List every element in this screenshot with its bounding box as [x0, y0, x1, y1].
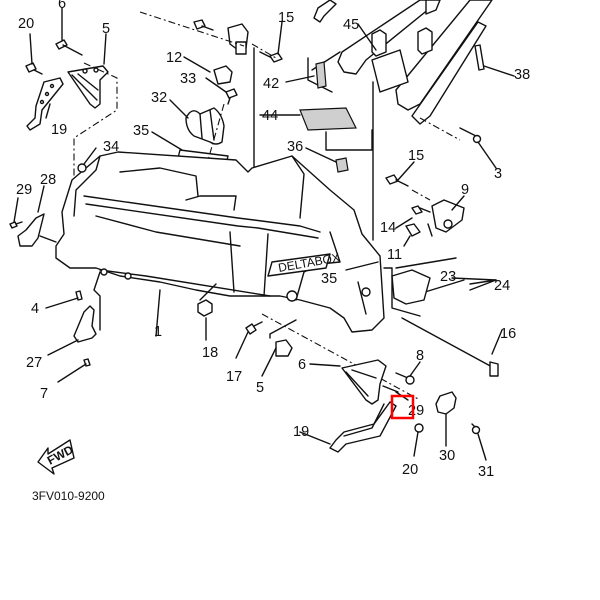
callout-24: 24 [494, 278, 510, 294]
callout-44: 44 [262, 108, 278, 124]
callout-8: 29 [408, 403, 424, 419]
callout-36: 36 [287, 139, 303, 155]
callout-19: 19 [51, 122, 67, 138]
callout-6: 6 [58, 0, 66, 12]
callout-18: 17 [226, 369, 242, 385]
callout-17: 5 [256, 380, 264, 396]
callout-23: 23 [440, 269, 456, 285]
callout-32: 32 [151, 90, 167, 106]
callout-16: 16 [500, 326, 516, 342]
callout-38: 38 [514, 67, 530, 83]
callout-1: 1 [154, 324, 162, 340]
callout-33: 33 [180, 71, 196, 87]
top-middle-parts [139, 11, 283, 281]
callout-15b: 15 [408, 148, 424, 164]
callout-34: 34 [103, 139, 119, 155]
callout-35: 35 [133, 123, 149, 139]
left-side-parts [9, 213, 101, 367]
callout-45: 45 [343, 17, 359, 33]
callout-15: 15 [278, 10, 294, 26]
callout-29b: 7 [40, 386, 48, 402]
callout-28: 28 [40, 172, 56, 188]
callout-6b: 8 [416, 348, 424, 364]
forward-direction-arrow: FWD [37, 439, 76, 475]
callout-20b: 20 [402, 462, 418, 478]
callout-42: 42 [263, 76, 279, 92]
callout-4: 4 [31, 301, 39, 317]
callout-27: 27 [26, 355, 42, 371]
callout-30: 30 [439, 448, 455, 464]
highlight-box[interactable] [390, 394, 415, 420]
callout-9: 9 [461, 182, 469, 198]
leader-lines [13, 7, 515, 461]
rear-footrest-bracket-right [329, 359, 481, 453]
callout-5b: 6 [298, 357, 306, 373]
main-frame: DELTABOX [55, 151, 385, 333]
callout-11: 11 [387, 247, 402, 263]
rear-footrest-bracket-left [25, 39, 118, 190]
right-mid-parts [383, 174, 499, 377]
callout-labels: 20 6 5 19 15 12 33 42 45 32 44 35 34 36 … [16, 0, 530, 480]
part-code: 3FV010-9200 [32, 489, 105, 503]
lower-middle-parts [197, 283, 421, 401]
callout-29: 29 [16, 182, 32, 198]
callout-35b: 35 [321, 271, 337, 287]
rear-subframe [299, 0, 493, 241]
callout-19b: 19 [293, 424, 309, 440]
callout-31: 31 [478, 464, 494, 480]
callout-5: 5 [102, 21, 110, 37]
callout-12: 12 [166, 50, 182, 66]
callout-3: 3 [494, 166, 502, 182]
callout-7: 18 [202, 345, 218, 361]
callout-14: 14 [380, 220, 396, 236]
callout-20: 20 [18, 16, 34, 32]
